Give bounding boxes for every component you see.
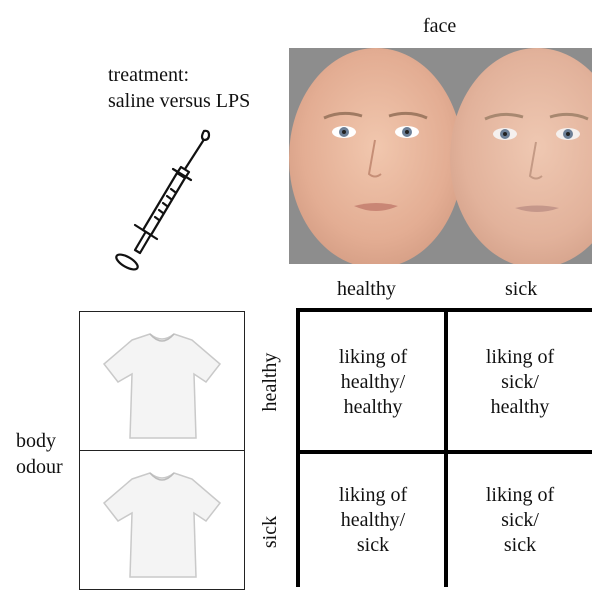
cell-sick-healthy: liking of sick/ healthy	[448, 312, 592, 452]
syringe-icon	[105, 125, 225, 275]
cell-sick-sick: liking of sick/ sick	[448, 454, 592, 587]
face-label-sick: sick	[505, 277, 537, 301]
treatment-label: treatment: saline versus LPS	[108, 62, 250, 114]
cell-healthy-sick: liking of healthy/ sick	[300, 454, 446, 587]
body-odour-label: body odour	[16, 428, 63, 480]
healthy-shirt-image	[79, 311, 245, 451]
cell-healthy-healthy: liking of healthy/ healthy	[300, 312, 446, 452]
face-image-panel	[289, 48, 592, 264]
tshirt-icon	[80, 451, 243, 588]
healthy-face-image	[289, 48, 463, 264]
face-label-healthy: healthy	[337, 277, 396, 301]
sick-face-image	[450, 48, 592, 264]
odour-label-healthy: healthy	[258, 347, 282, 417]
sick-shirt-image	[79, 450, 245, 590]
tshirt-icon	[80, 312, 243, 449]
liking-grid: liking of healthy/ healthy liking of sic…	[296, 308, 592, 587]
face-heading: face	[423, 14, 456, 38]
odour-label-sick: sick	[258, 497, 282, 567]
